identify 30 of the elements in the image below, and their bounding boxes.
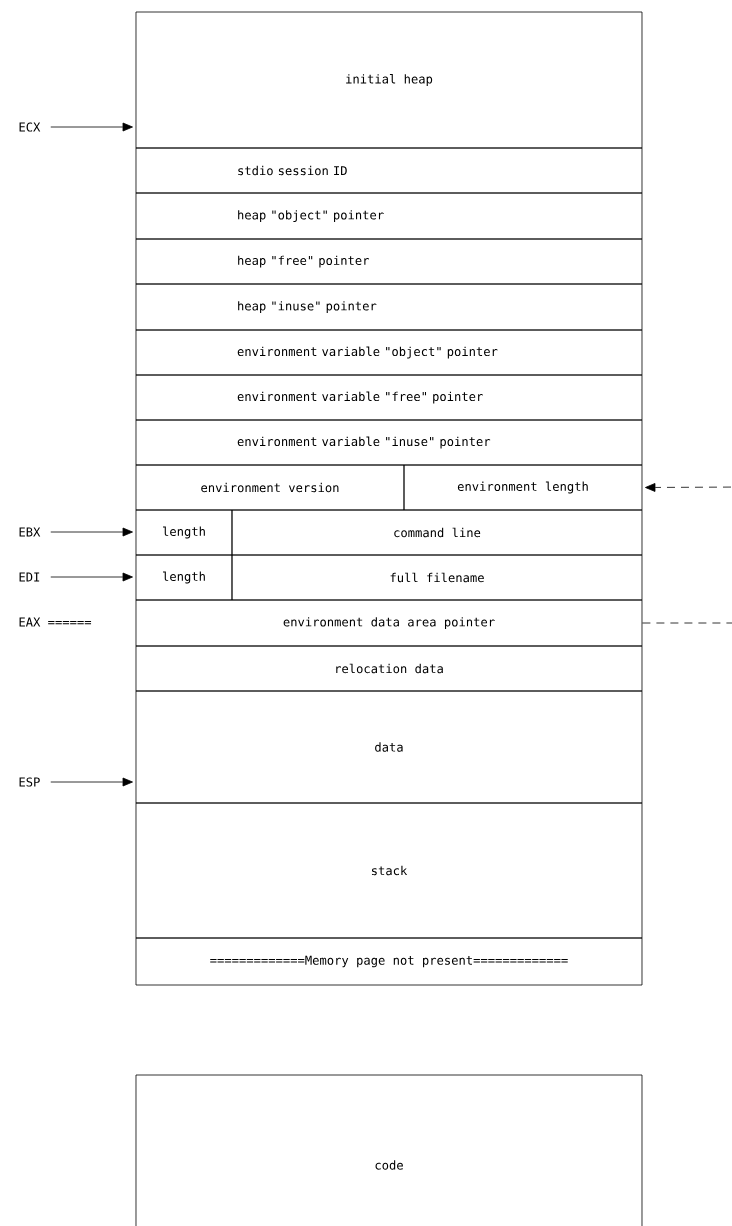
arrow [50,777,133,787]
arrow [50,527,133,537]
memory-cell: code [135,1074,643,1226]
memory-cell: data [135,690,643,804]
memory-cell: relocation data [135,645,643,692]
memory-cell: stdio session ID [135,147,643,194]
memory-cell: environment data area pointer [135,599,643,647]
memory-cell: heap "free" pointer [135,238,643,285]
memory-cell: environment variable "object" pointer [135,329,643,376]
register-label: EDI [19,572,40,582]
register-label: EAX ====== [19,617,92,627]
register-label: ECX [19,122,41,132]
memory-cell: heap "object" pointer [135,192,643,240]
memory-cell: full filename [231,554,643,601]
arrow [50,572,133,582]
memory-cell: environment variable "inuse" pointer [135,419,643,466]
memory-cell: environment variable "free" pointer [135,374,643,421]
arrow [645,483,732,492]
memory-cell: =============Memory page not present============= [135,937,643,986]
memory-cell: heap "inuse" pointer [135,283,643,331]
register-label: EBX [19,527,41,537]
memory-cell: stack [135,802,643,939]
memory-cell: initial heap [135,11,643,149]
memory-cell: environment version [135,464,405,511]
memory-cell: length [135,509,233,556]
register-label: ESP [19,777,40,787]
memory-cell: length [135,554,233,601]
arrow [50,122,133,132]
memory-cell: environment length [403,464,643,511]
memory-cell: command line [231,509,643,556]
